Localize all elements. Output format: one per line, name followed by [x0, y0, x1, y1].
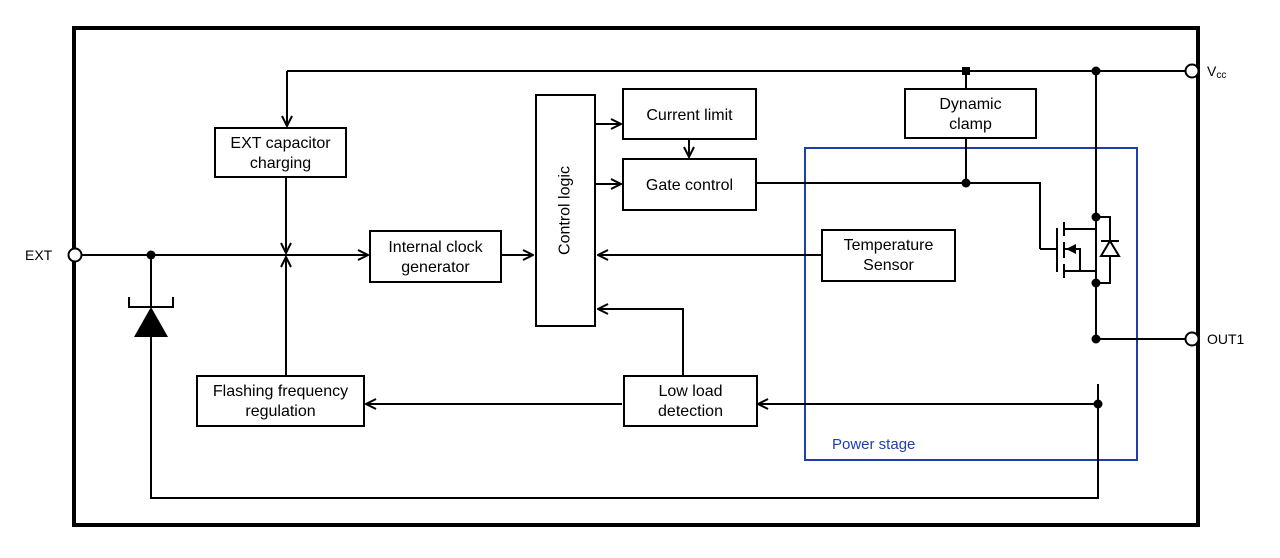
pin-vcc: Vcc — [1184, 63, 1226, 81]
svg-text:EXT: EXT — [25, 247, 53, 263]
block-low-load-detection: Low load detection — [623, 375, 758, 427]
block-internal-clock-generator: Internal clock generator — [369, 230, 502, 283]
power-stage-region — [804, 147, 1138, 461]
svg-text:clamp: clamp — [949, 116, 992, 133]
block-temperature-sensor: Temperature Sensor — [821, 229, 956, 282]
block-control-logic: Control logic — [535, 94, 596, 327]
zener-diode-icon — [128, 297, 174, 337]
svg-text:Dynamic: Dynamic — [939, 96, 1001, 113]
ic-outline — [72, 26, 1200, 527]
svg-text:EXT capacitor: EXT capacitor — [230, 135, 331, 152]
svg-text:Low load: Low load — [658, 383, 722, 400]
svg-text:Current limit: Current limit — [646, 107, 733, 124]
svg-text:detection: detection — [658, 403, 723, 420]
block-flashing-frequency-regulation: Flashing frequency regulation — [196, 375, 365, 427]
junctions — [146, 66, 1103, 409]
svg-text:Gate control: Gate control — [646, 177, 733, 194]
svg-text:Temperature: Temperature — [844, 237, 934, 254]
block-dynamic-clamp: Dynamic clamp — [904, 88, 1037, 139]
svg-text:generator: generator — [401, 259, 470, 276]
svg-text:charging: charging — [250, 155, 311, 172]
mosfet-icon — [1040, 212, 1121, 288]
svg-text:Vcc: Vcc — [1207, 63, 1226, 81]
power-stage-label: Power stage — [832, 436, 915, 453]
svg-text:regulation: regulation — [245, 403, 315, 420]
block-current-limit: Current limit — [622, 88, 757, 140]
pin-out1: OUT1 — [1184, 331, 1245, 347]
svg-text:Internal clock: Internal clock — [388, 239, 483, 256]
block-ext-capacitor-charging: EXT capacitor charging — [214, 127, 347, 178]
svg-text:Flashing frequency: Flashing frequency — [213, 383, 348, 400]
block-gate-control: Gate control — [622, 158, 757, 211]
svg-text:OUT1: OUT1 — [1207, 331, 1245, 347]
svg-text:Control logic: Control logic — [557, 166, 574, 255]
pin-ext: EXT — [25, 247, 83, 263]
svg-text:Sensor: Sensor — [863, 257, 914, 274]
wiring — [82, 70, 1192, 499]
